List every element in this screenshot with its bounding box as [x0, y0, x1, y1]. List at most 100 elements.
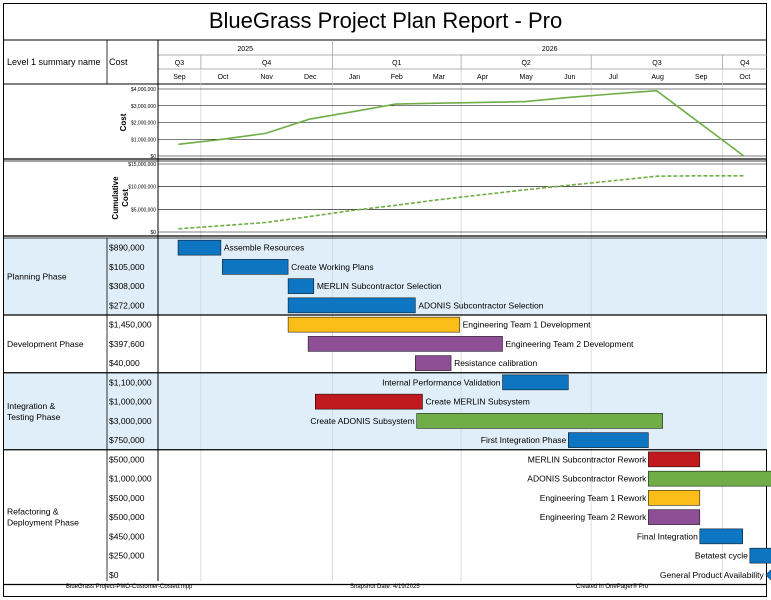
column-header-cost: Cost: [109, 57, 128, 67]
cost-chart-axis-label: Cost: [119, 113, 128, 131]
task-bar: [287, 316, 460, 333]
footer-snapshot-date: Snapshot Date: 4/19/2025: [350, 584, 420, 590]
month-label: Nov: [260, 74, 273, 81]
task-label: Engineering Team 2 Development: [506, 339, 635, 349]
column-header-name: Level 1 summary name: [7, 57, 101, 67]
month-label: Dec: [304, 74, 317, 81]
task-label: ADONIS Subcontractor Selection: [418, 300, 543, 310]
task-bar: [648, 451, 701, 468]
task-bar: [177, 239, 222, 256]
cost-chart-tick-label: $2,000,000: [131, 121, 156, 127]
task-cost: $0: [109, 570, 119, 580]
task-label: Engineering Team 1 Development: [463, 320, 592, 330]
task-cost: $1,450,000: [109, 320, 152, 330]
task-cost: $105,000: [109, 262, 145, 272]
footer-file-name: BlueGrass Project-PMO-Customer-Costed.mp…: [66, 584, 193, 590]
task-cost: $1,000,000: [109, 474, 152, 484]
cost-chart-tick-label: $0: [150, 154, 156, 160]
month-label: Jan: [349, 74, 360, 81]
task-bar: [307, 336, 503, 352]
task-bar: [648, 490, 701, 506]
task-bar: [648, 470, 771, 487]
task-label: First Integration Phase: [481, 435, 567, 445]
group-name: Testing Phase: [7, 412, 61, 422]
task-bar: [222, 259, 289, 275]
task-cost: $3,000,000: [109, 416, 152, 426]
cost-chart-tick-label: $4,000,000: [131, 87, 156, 93]
task-cost: $1,100,000: [109, 377, 152, 387]
task-bar: [648, 509, 701, 525]
task-cost: $500,000: [109, 512, 145, 522]
task-label: Create Working Plans: [291, 262, 374, 272]
cumulative-chart-axis-label: Cumulative: [111, 176, 120, 220]
quarter-label: Q3: [175, 60, 184, 67]
task-bar: [416, 413, 663, 429]
quarter-label: Q1: [392, 60, 401, 67]
month-label: Feb: [391, 74, 403, 81]
month-label: Oct: [218, 74, 229, 81]
task-cost: $1,000,000: [109, 397, 152, 407]
cumulative-chart-tick-label: $0: [150, 230, 156, 236]
task-cost: $308,000: [109, 281, 145, 291]
task-label: MERLIN Subcontractor Selection: [317, 281, 442, 291]
cumulative-chart-tick-label: $10,000,000: [128, 185, 156, 191]
quarter-label: Q4: [740, 60, 749, 67]
month-label: Sep: [695, 74, 708, 81]
task-cost: $500,000: [109, 493, 145, 503]
task-bar: [568, 432, 649, 448]
task-bar: [287, 297, 416, 314]
task-bar: [502, 374, 569, 391]
month-label: Apr: [477, 74, 489, 81]
quarter-label: Q3: [652, 60, 661, 67]
cost-chart-tick-label: $3,000,000: [131, 104, 156, 110]
task-cost: $40,000: [109, 358, 140, 368]
month-label: Sep: [173, 74, 186, 81]
milestone-diamond: [765, 569, 771, 581]
task-bar: [287, 278, 315, 294]
task-label: MERLIN Subcontractor Rework: [528, 454, 647, 464]
quarter-label: Q2: [521, 60, 530, 67]
task-label: Final Integration: [637, 531, 698, 541]
task-label: Create MERLIN Subsystem: [425, 397, 529, 407]
task-bar: [699, 528, 743, 545]
month-label: Mar: [433, 74, 446, 81]
task-cost: $397,600: [109, 339, 145, 349]
task-cost: $250,000: [109, 551, 145, 561]
footer-created-in: Created in OnePager® Pro: [576, 584, 649, 590]
task-label: Engineering Team 2 Rework: [540, 512, 647, 522]
task-cost: $890,000: [109, 243, 145, 253]
group-name: Refactoring &: [7, 507, 59, 517]
task-label: Create ADONIS Subsystem: [310, 416, 414, 426]
cost-chart-series-line: [178, 89, 745, 157]
task-label: General Product Availability: [660, 570, 765, 580]
task-cost: $450,000: [109, 531, 145, 541]
task-cost: $272,000: [109, 300, 145, 310]
task-label: Assemble Resources: [224, 243, 304, 253]
month-label: Aug: [651, 74, 664, 81]
cost-chart-tick-label: $1,000,000: [131, 137, 156, 143]
task-label: Internal Performance Validation: [382, 377, 501, 387]
year-label: 2025: [237, 46, 253, 53]
task-cost: $500,000: [109, 454, 145, 464]
group-name: Integration &: [7, 401, 56, 411]
group-name: Planning Phase: [7, 272, 67, 282]
month-label: Jun: [564, 74, 575, 81]
cumulative-chart-tick-label: $15,000,000: [128, 162, 156, 168]
task-bar: [749, 547, 771, 564]
month-label: May: [519, 74, 533, 81]
year-label: 2026: [542, 46, 558, 53]
group-name: Deployment Phase: [7, 518, 79, 528]
task-label: ADONIS Subcontractor Rework: [527, 474, 647, 484]
cumulative-chart-axis-label: Cost: [121, 189, 130, 207]
group-name: Development Phase: [7, 339, 84, 349]
task-bar: [415, 355, 452, 371]
quarter-label: Q4: [262, 60, 271, 67]
task-cost: $750,000: [109, 435, 145, 445]
cumulative-chart-series-line: [178, 175, 744, 230]
task-bar: [315, 393, 423, 410]
report-title: BlueGrass Project Plan Report - Pro: [208, 8, 563, 33]
cumulative-chart-tick-label: $5,000,000: [131, 207, 156, 213]
task-label: Engineering Team 1 Rework: [540, 493, 647, 503]
month-label: Oct: [739, 74, 750, 81]
